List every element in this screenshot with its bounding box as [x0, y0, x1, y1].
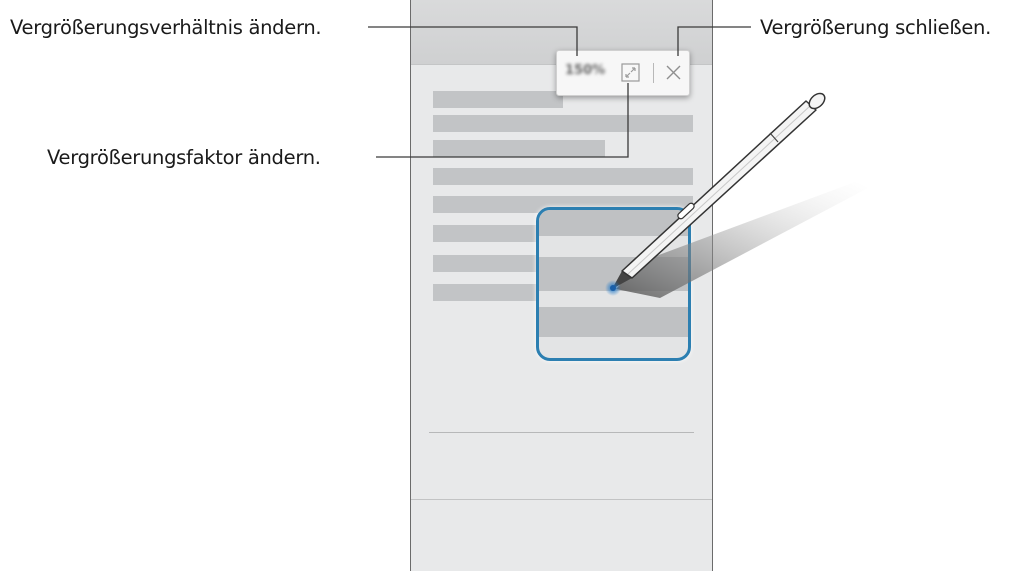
magnified-text-line: [539, 307, 688, 337]
placeholder-text-line: [433, 255, 543, 272]
leader-zoom-factor: [376, 83, 629, 158]
placeholder-text-line: [433, 284, 543, 301]
pen-shadow: [616, 182, 868, 298]
placeholder-text-line: [433, 225, 543, 242]
callout-close-magnifier: Vergrößerung schließen.: [760, 16, 991, 39]
callout-zoom-ratio: Vergrößerungsverhältnis ändern.: [10, 16, 322, 39]
zoom-ratio-button[interactable]: 150%: [565, 63, 606, 78]
magnifier-toolbar: 150%: [556, 50, 690, 96]
footer-divider: [411, 499, 712, 500]
s-pen-stylus: [612, 92, 826, 289]
content-divider: [429, 432, 694, 433]
leader-close: [677, 26, 751, 56]
callout-zoom-factor: Vergrößerungsfaktor ändern.: [47, 146, 321, 169]
close-x-icon[interactable]: [665, 64, 682, 81]
placeholder-text-line: [433, 91, 563, 108]
magnified-text-line: [539, 210, 688, 236]
leader-lines: [368, 26, 751, 158]
placeholder-text-line: [433, 140, 605, 157]
placeholder-text-line: [433, 168, 693, 185]
leader-zoom-ratio: [368, 26, 578, 56]
toolbar-separator: [653, 63, 654, 83]
resize-arrows-icon[interactable]: [621, 63, 640, 82]
